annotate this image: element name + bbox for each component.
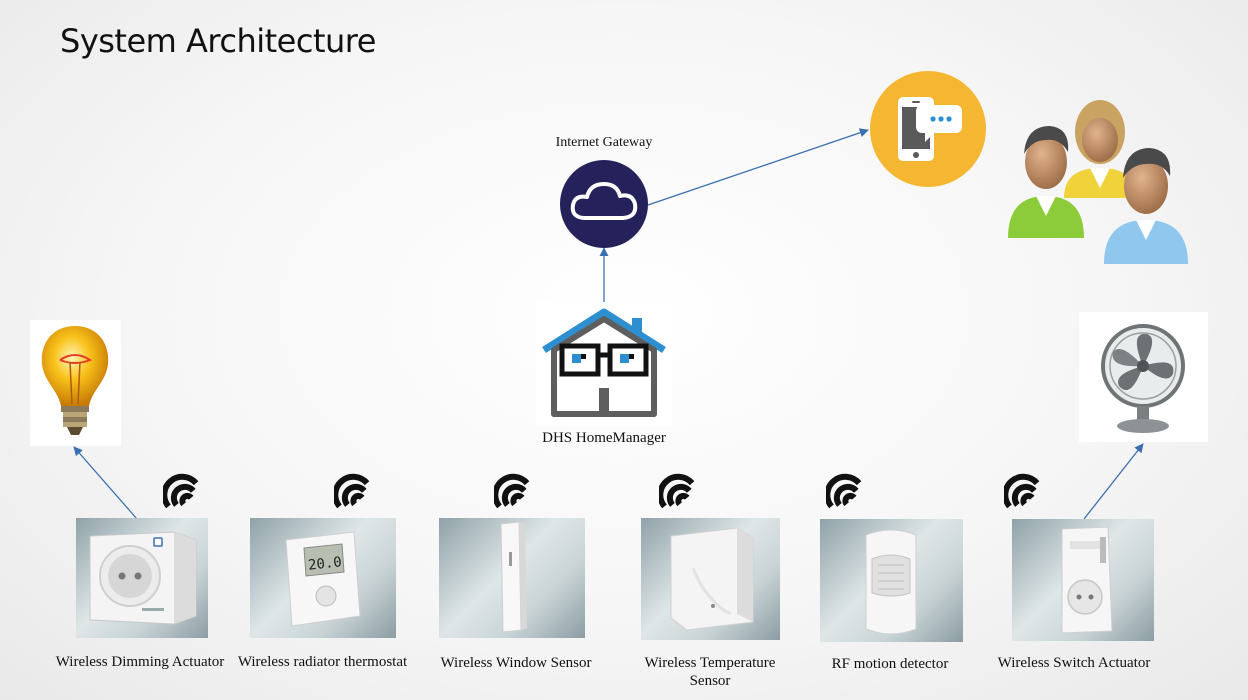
wifi-icon-4 [659,466,713,510]
phone-chat-icon [870,71,986,187]
gateway-label: Internet Gateway [555,135,653,150]
wifi-icon-3 [494,466,548,510]
light-bulb-icon [30,320,121,446]
arrow-switch-to-fan [1083,443,1144,520]
device-label-temperature-sensor: Wireless Temperature Sensor [644,655,776,689]
device-label-dimming-actuator: Wireless Dimming Actuator [55,654,225,670]
motion-detector-icon [820,519,963,642]
device-label-radiator-thermostat: Wireless radiator thermostat [237,654,408,670]
arrow-dimmer-to-light [73,446,138,520]
hub-label: DHS HomeManager [542,430,666,446]
thermostat-icon: 20.0 [250,518,396,638]
hub-house-glasses-icon [536,302,672,426]
temperature-sensor-icon [641,518,780,640]
window-sensor-icon [439,518,585,638]
device-label-motion-detector: RF motion detector [831,656,949,672]
fan-icon [1079,312,1208,442]
wifi-icon-6 [1004,466,1058,510]
wifi-icon-5 [826,466,880,510]
page-title: System Architecture [60,22,376,60]
thermostat-display: 20.0 [307,554,342,573]
arrow-gateway-to-app [647,128,869,206]
switch-plug-icon [1012,519,1154,641]
wifi-icon-1 [163,466,217,510]
device-label-window-sensor: Wireless Window Sensor [440,655,592,671]
device-label-switch-actuator: Wireless Switch Actuator [997,655,1151,671]
wifi-icon-2 [334,466,388,510]
users-group-icon [1002,88,1194,270]
dimming-plug-icon [76,518,208,638]
cloud-icon [560,160,648,248]
